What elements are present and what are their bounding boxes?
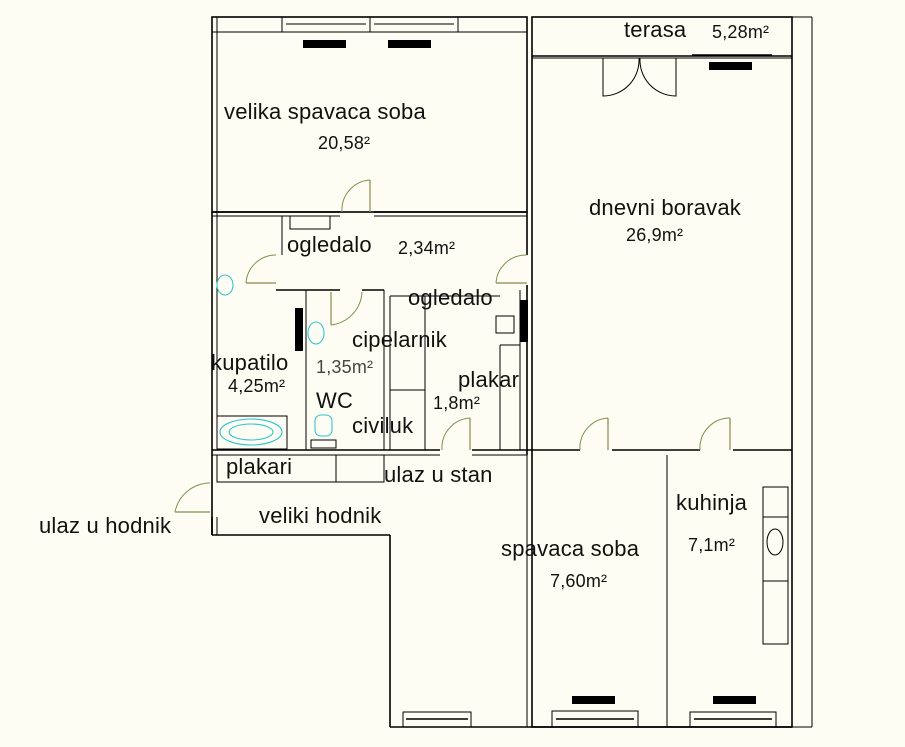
label-civiluk: civiluk [352,413,414,438]
fixtures [216,274,789,645]
windows [281,16,777,728]
label-plakari: plakari [226,454,293,479]
room-area-hodnik: 2,34m² [398,238,456,258]
label-veliki-hodnik: veliki hodnik [259,503,382,528]
room-name-terasa: terasa [624,17,687,42]
room-name-kupatilo: kupatilo [211,350,289,375]
label-ogledalo: ogledalo [408,285,493,310]
radiators [295,40,756,704]
room-name-kuhinja: kuhinja [676,490,748,515]
room-area-kuhinja: 7,1m² [688,535,736,555]
label-ulaz-u-hodnik: ulaz u hodnik [39,513,172,538]
room-area-dnevni-boravak: 26,9m² [626,225,684,245]
room-name-dnevni-boravak: dnevni boravak [589,195,742,220]
room-name-spavaca-soba: spavaca soba [501,536,640,561]
label-ulaz-u-stan: ulaz u stan [384,462,493,487]
room-name-hodnik-ogledalo: ogledalo [287,232,372,257]
doors [174,57,731,513]
room-area-wc: 1,35m² [316,357,374,377]
room-area-plakar: 1,8m² [433,393,481,413]
room-area-spavaca-soba: 7,60m² [550,571,608,591]
label-cipelarnik: cipelarnik [352,327,447,352]
room-name-velika-spavaca-soba: velika spavaca soba [224,99,426,124]
room-area-kupatilo: 4,25m² [228,376,286,396]
room-name-plakar: plakar [458,367,520,392]
room-area-velika-spavaca-soba: 20,58² [318,133,371,153]
room-name-wc: WC [316,388,354,413]
room-area-terasa: 5,28m² [712,22,770,42]
